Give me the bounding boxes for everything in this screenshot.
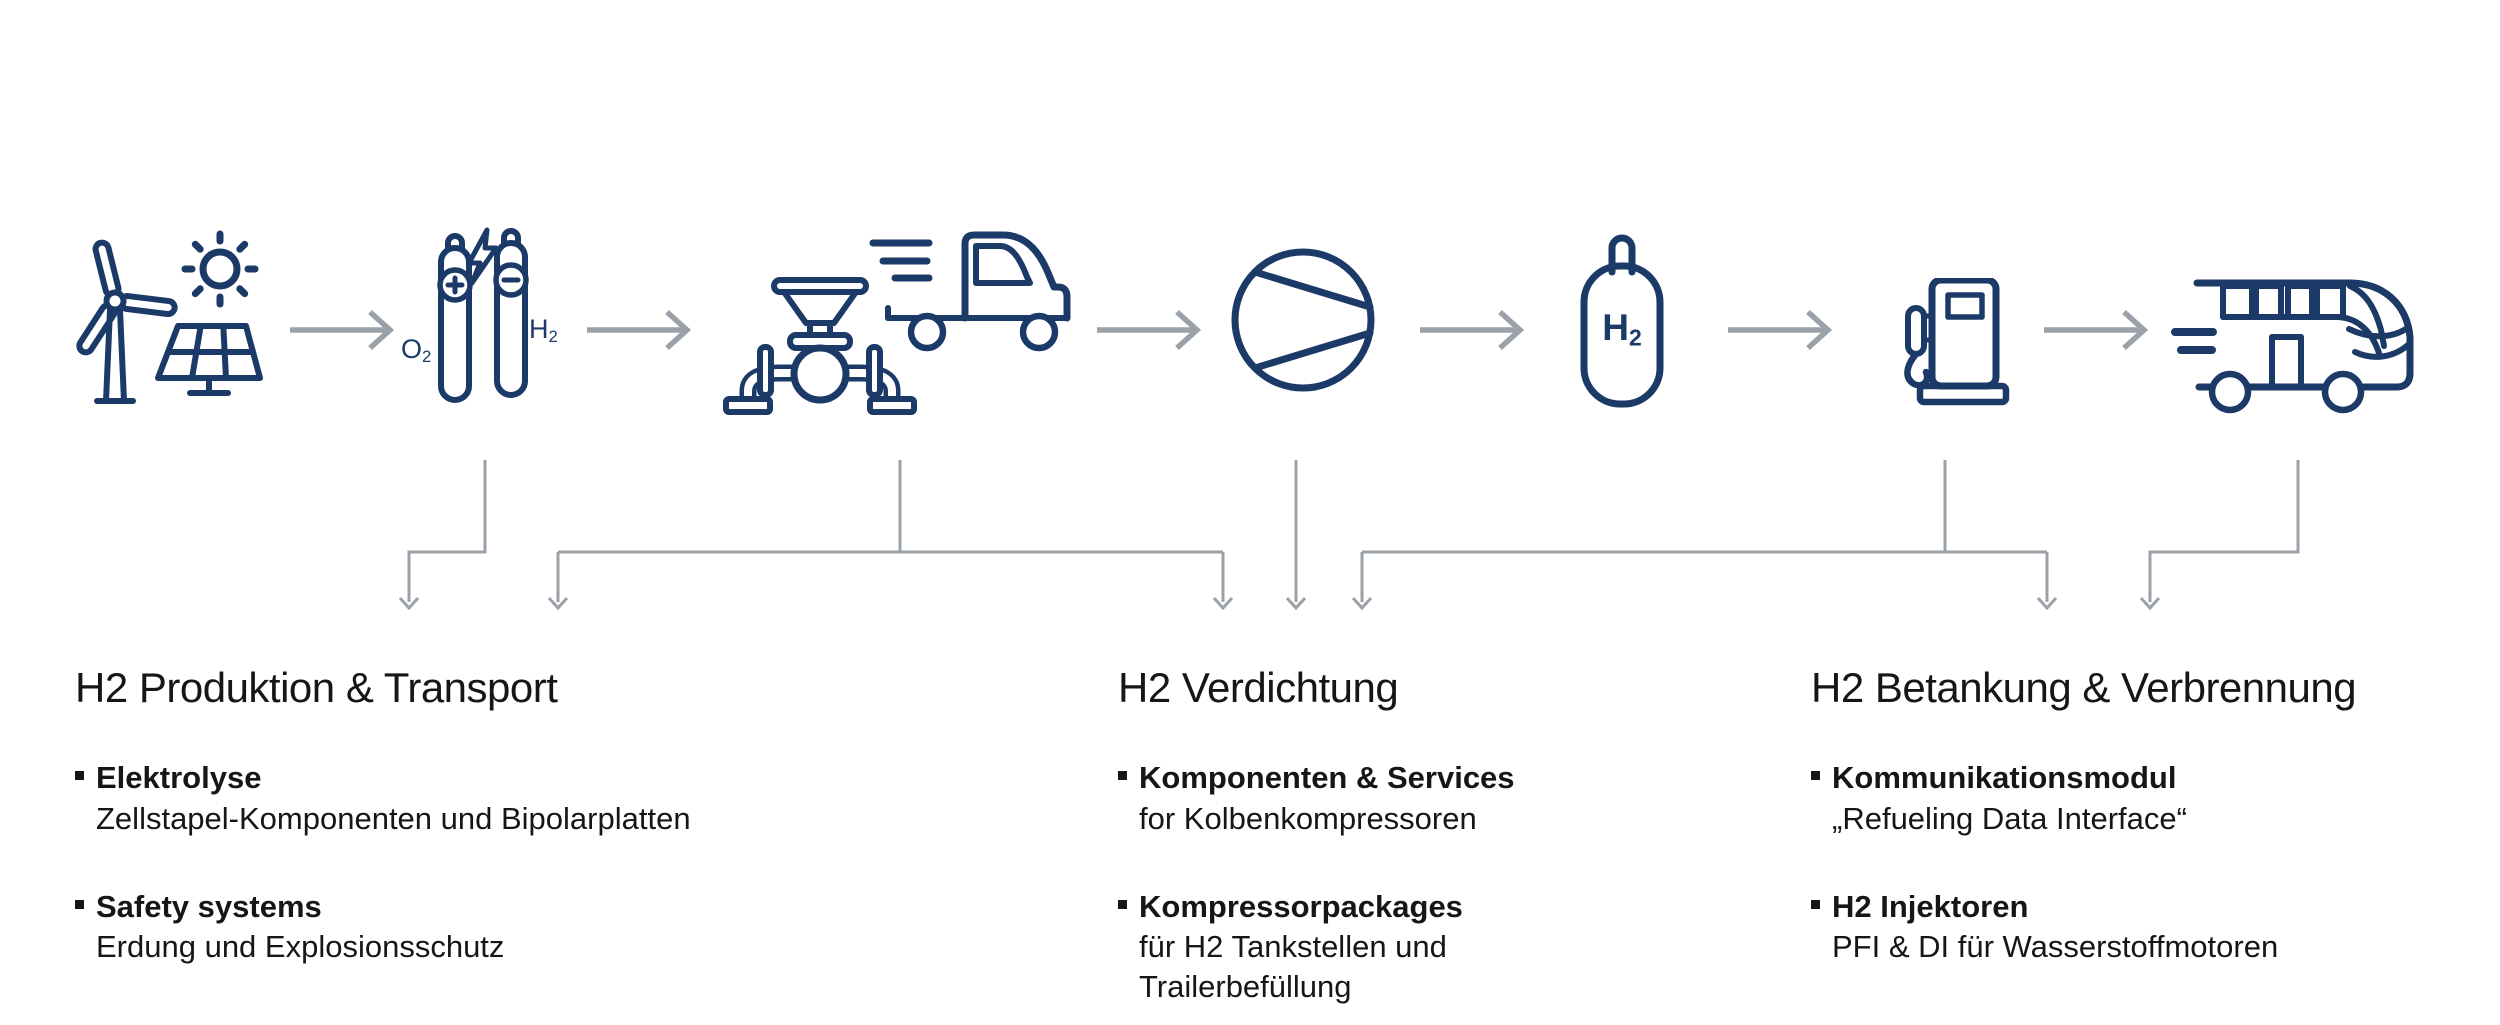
item-description: für H2 Tankstellen und Trailerbefüllung (1139, 929, 1447, 1005)
list-item: Kompressorpackages für H2 Tankstellen un… (1118, 887, 1738, 1008)
nozzle-holder (1905, 305, 1927, 357)
solar-panel-icon (155, 323, 263, 396)
section-title: H2 Verdichtung (1118, 664, 1399, 711)
item-description: Erdung und Explosionsschutz (96, 929, 505, 965)
sun-icon (181, 230, 259, 308)
right-arrow-icon (2044, 309, 2149, 351)
pipeline-truck-icon (723, 231, 1071, 415)
connector-lines (398, 460, 2300, 611)
speed-lines (2171, 328, 2217, 354)
fuel-pump-icon (1904, 278, 2010, 406)
bullet-marker (75, 771, 84, 781)
item-title: Kommunikationsmodul (1832, 760, 2177, 796)
right-arrow-icon (1420, 309, 1525, 351)
list-item: Elektrolyse Zellstapel-Komponenten und B… (75, 758, 775, 839)
list-item: Safety systems Erdung und Explosionsschu… (75, 887, 775, 968)
bullet-marker (1118, 771, 1127, 781)
item-title: Safety systems (96, 888, 322, 924)
tank-h2-label: H2 (1602, 307, 1642, 351)
h2-tank-icon (1580, 234, 1664, 408)
o2-label: O2 (401, 334, 432, 367)
item-description: „Refueling Data Interface“ (1832, 800, 2187, 836)
list-item: Kommunikationsmodul „Refueling Data Inte… (1811, 758, 2491, 839)
anode-electrode (437, 233, 473, 403)
right-arrow-icon (290, 309, 395, 351)
fuel-hose (1904, 350, 1931, 389)
electrolysis-icon (437, 227, 529, 403)
truck-icon (869, 231, 1071, 352)
item-description: Zellstapel-Komponenten und Bipolarplatte… (96, 800, 691, 836)
wind-turbine-icon (76, 239, 178, 404)
front-stripe (2346, 324, 2413, 360)
right-arrow-icon (587, 309, 692, 351)
list-item: H2 Injektoren PFI & DI für Wasserstoffmo… (1811, 887, 2491, 968)
section-refueling-combustion: H2 Betankung & Verbrennung Kommunikation… (1811, 664, 2491, 1015)
bullet-marker (1118, 899, 1127, 909)
speed-lines (869, 239, 933, 282)
section-production-transport: H2 Produktion & Transport Elektrolyse Ze… (75, 664, 775, 1015)
item-title: Kompressorpackages (1139, 888, 1463, 924)
h2-label: H2 (529, 314, 558, 347)
section-title: H2 Betankung & Verbrennung (1811, 664, 2357, 711)
bullet-marker (1811, 899, 1820, 909)
bullet-marker (1811, 771, 1820, 781)
right-arrow-icon (1728, 309, 1833, 351)
item-description: for Kolbenkompressoren (1139, 800, 1477, 836)
bullet-marker (75, 899, 84, 909)
pipeline-valve-icon (723, 277, 917, 415)
item-title: H2 Injektoren (1832, 888, 2029, 924)
item-description: PFI & DI für Wasserstoffmotoren (1832, 929, 2279, 965)
bus-door (2269, 334, 2304, 390)
renewable-energy-icon (76, 230, 263, 404)
item-title: Elektrolyse (96, 760, 262, 796)
bus-icon (2171, 279, 2414, 414)
compressor-icon (1231, 248, 1375, 392)
item-title: Komponenten & Services (1139, 760, 1515, 796)
lightning-icon (466, 227, 499, 286)
cathode-electrode (493, 228, 529, 398)
section-title: H2 Produktion & Transport (75, 664, 558, 711)
section-compression: H2 Verdichtung Komponenten & Services fo… (1118, 664, 1738, 1025)
list-item: Komponenten & Services for Kolbenkompres… (1118, 758, 1738, 839)
right-arrow-icon (1097, 309, 1202, 351)
